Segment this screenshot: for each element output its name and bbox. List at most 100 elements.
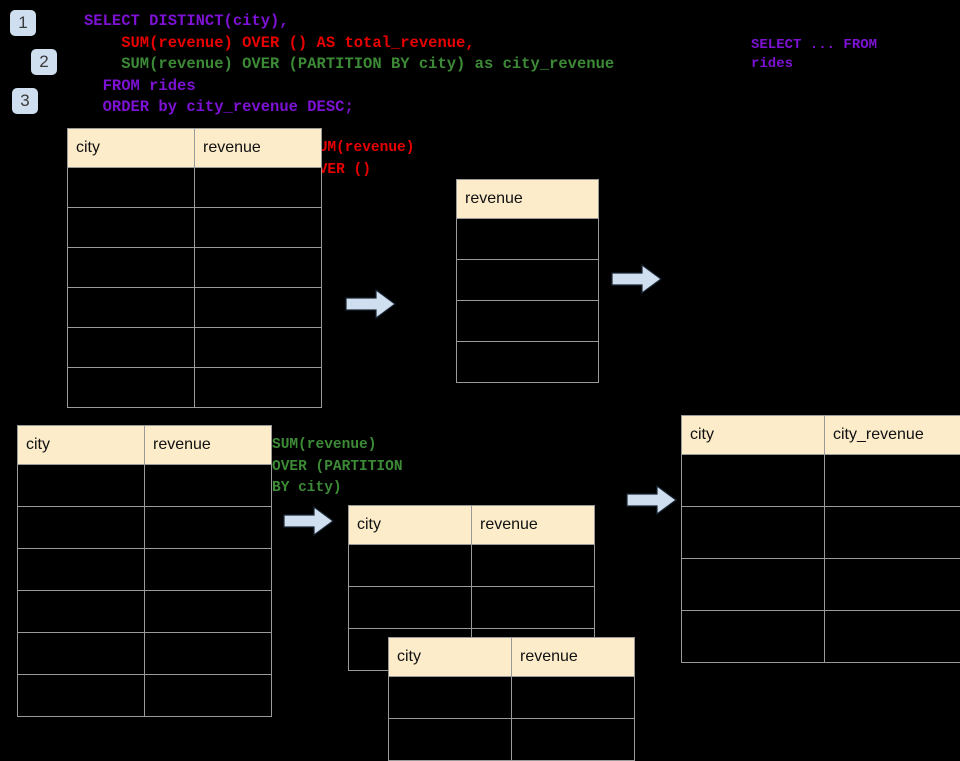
table-cell-revenue xyxy=(457,219,599,260)
table-body xyxy=(457,219,599,383)
table-header-row: city revenue xyxy=(349,506,595,545)
column-header-city: city xyxy=(68,129,195,168)
step-badge-2: 2 xyxy=(31,49,57,75)
table-row[interactable] xyxy=(682,507,960,559)
table-cell-revenue xyxy=(195,288,322,328)
sql-line-total-revenue: SUM(revenue) OVER () AS total_revenue, xyxy=(84,33,475,55)
table-cell-revenue xyxy=(472,545,595,587)
table-cell-revenue xyxy=(195,248,322,288)
table-cell-revenue xyxy=(457,301,599,342)
column-header-revenue: revenue xyxy=(472,506,595,545)
rides-source-table-top[interactable]: city revenue xyxy=(67,128,322,408)
column-header-city: city xyxy=(18,426,145,465)
table-row[interactable] xyxy=(18,675,272,717)
source-note-line-1: SELECT ... FROM xyxy=(751,36,877,55)
arrow-source-to-partition-icon xyxy=(283,505,335,537)
rides-source-table-bottom[interactable]: city revenue xyxy=(17,425,272,717)
table-row[interactable] xyxy=(389,719,635,761)
column-header-revenue: revenue xyxy=(145,426,272,465)
table-row[interactable] xyxy=(68,288,322,328)
table-cell-city xyxy=(682,611,825,663)
total-revenue-table[interactable]: revenue xyxy=(456,179,599,383)
table-header-row: city revenue xyxy=(18,426,272,465)
table-cell-city xyxy=(68,168,195,208)
arrow-source-to-total-icon xyxy=(345,288,397,320)
column-header-city: city xyxy=(389,638,512,677)
table-cell-revenue xyxy=(145,507,272,549)
table-body xyxy=(68,168,322,408)
table-cell-revenue xyxy=(195,368,322,408)
table-cell-city xyxy=(68,208,195,248)
table-cell-city_revenue xyxy=(825,611,960,663)
table-header-row: city revenue xyxy=(389,638,635,677)
table-row[interactable] xyxy=(349,587,595,629)
source-note-line-2: rides xyxy=(751,55,793,74)
table-cell-revenue xyxy=(145,549,272,591)
table-row[interactable] xyxy=(457,301,599,342)
table-row[interactable] xyxy=(18,549,272,591)
table-body xyxy=(389,677,635,761)
table-cell-city xyxy=(18,591,145,633)
table-row[interactable] xyxy=(457,342,599,383)
table-cell-city xyxy=(18,549,145,591)
table-cell-revenue xyxy=(145,675,272,717)
table-cell-revenue xyxy=(472,587,595,629)
table-cell-city xyxy=(682,455,825,507)
sql-line-select: SELECT DISTINCT(city), xyxy=(84,11,289,33)
table-row[interactable] xyxy=(18,507,272,549)
table-row[interactable] xyxy=(68,368,322,408)
annotation-city-revenue-line-3: BY city) xyxy=(272,478,342,500)
table-cell-city xyxy=(18,507,145,549)
table-row[interactable] xyxy=(682,455,960,507)
table-row[interactable] xyxy=(18,591,272,633)
table-cell-city_revenue xyxy=(825,455,960,507)
table-row[interactable] xyxy=(682,559,960,611)
table-row[interactable] xyxy=(457,219,599,260)
table-row[interactable] xyxy=(389,677,635,719)
table-body xyxy=(18,465,272,717)
table-row[interactable] xyxy=(18,633,272,675)
table-cell-city_revenue xyxy=(825,507,960,559)
table-cell-city xyxy=(389,719,512,761)
table-cell-city xyxy=(68,288,195,328)
table-row[interactable] xyxy=(68,328,322,368)
table-cell-city xyxy=(18,675,145,717)
table-row[interactable] xyxy=(349,545,595,587)
result-table[interactable]: city city_revenue xyxy=(681,415,960,663)
table-cell-city xyxy=(68,368,195,408)
table-cell-revenue xyxy=(512,719,635,761)
table-cell-revenue xyxy=(145,465,272,507)
annotation-city-revenue-line-2: OVER (PARTITION xyxy=(272,457,403,479)
table-header-row: city revenue xyxy=(68,129,322,168)
diagram-canvas: 1 2 3 SELECT DISTINCT(city), SUM(revenue… xyxy=(0,0,960,720)
table-row[interactable] xyxy=(68,248,322,288)
table-row[interactable] xyxy=(682,611,960,663)
annotation-city-revenue-line-1: SUM(revenue) xyxy=(272,435,376,457)
column-header-city: city xyxy=(349,506,472,545)
column-header-city: city xyxy=(682,416,825,455)
table-row[interactable] xyxy=(457,260,599,301)
table-row[interactable] xyxy=(18,465,272,507)
table-header-row: revenue xyxy=(457,180,599,219)
column-header-revenue: revenue xyxy=(512,638,635,677)
column-header-revenue: revenue xyxy=(457,180,599,219)
table-cell-city xyxy=(389,677,512,719)
column-header-revenue: revenue xyxy=(195,129,322,168)
table-cell-revenue xyxy=(512,677,635,719)
table-cell-city xyxy=(682,559,825,611)
table-cell-city_revenue xyxy=(825,559,960,611)
partition-group-table-front[interactable]: city revenue xyxy=(388,637,635,761)
table-row[interactable] xyxy=(68,168,322,208)
table-cell-city xyxy=(68,328,195,368)
table-cell-city xyxy=(18,465,145,507)
step-badge-1: 1 xyxy=(10,10,36,36)
arrow-total-to-result-icon xyxy=(611,263,663,295)
table-row[interactable] xyxy=(68,208,322,248)
sql-line-city-revenue: SUM(revenue) OVER (PARTITION BY city) as… xyxy=(84,54,614,76)
table-cell-revenue xyxy=(195,328,322,368)
sql-line-order-by: ORDER by city_revenue DESC; xyxy=(84,97,354,119)
table-cell-revenue xyxy=(457,260,599,301)
table-cell-city xyxy=(349,545,472,587)
table-cell-city xyxy=(349,587,472,629)
arrow-partition-to-result-icon xyxy=(626,484,678,516)
